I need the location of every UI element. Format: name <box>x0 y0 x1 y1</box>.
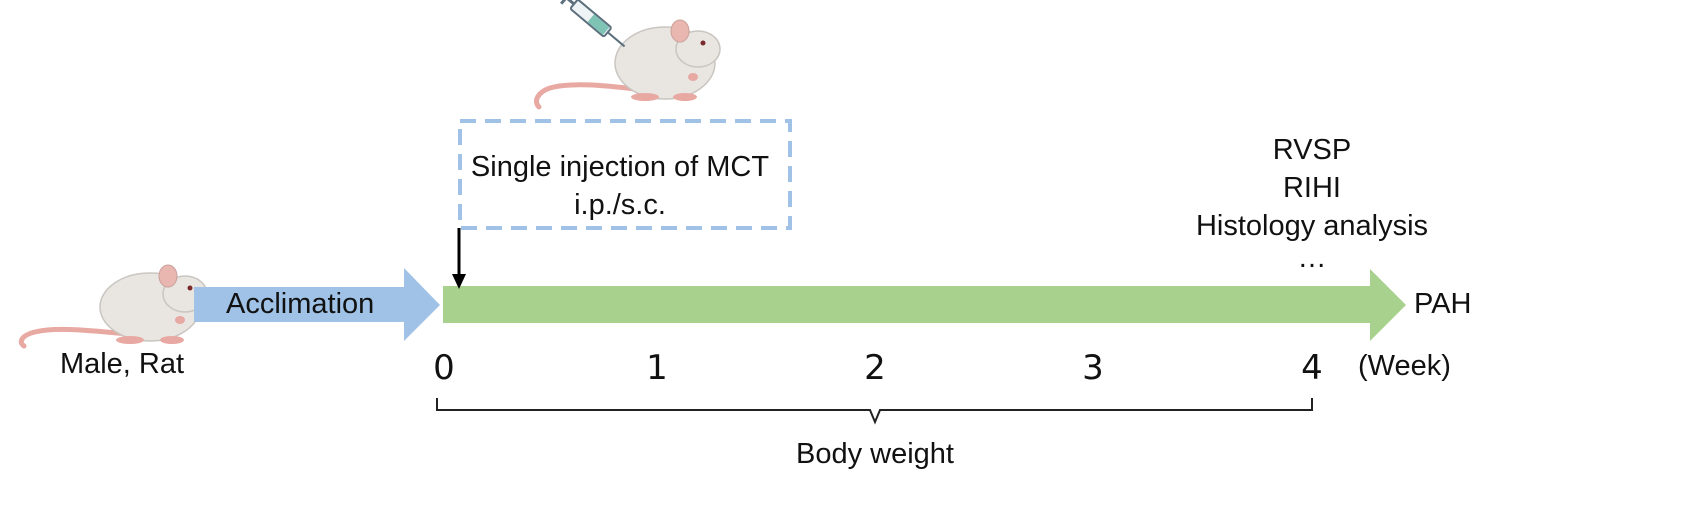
injection-line-2: i.p./s.c. <box>574 189 666 221</box>
body-weight-label: Body weight <box>796 438 954 470</box>
injection-arrow <box>452 228 466 289</box>
week-tick-2: 2 <box>864 348 886 388</box>
injection-label: Single injection of MCT i.p./s.c. <box>471 148 769 224</box>
endpoint-item: RVSP <box>1272 134 1352 166</box>
week-unit-label: (Week) <box>1358 350 1451 382</box>
rat-icon <box>534 19 721 110</box>
endpoint-item: Histology analysis <box>1195 210 1429 242</box>
week-tick-3: 3 <box>1082 348 1104 388</box>
body-weight-brace <box>436 398 1313 425</box>
endpoint-item: … <box>1297 242 1327 274</box>
syringe-icon <box>560 0 626 48</box>
rat-icon <box>18 264 208 349</box>
week-tick-0: 0 <box>433 348 455 388</box>
injection-line-1: Single injection of MCT <box>470 151 770 183</box>
endpoint-list: RVSP RIHI Histology analysis … <box>1195 131 1429 274</box>
subject-label: Male, Rat <box>59 348 185 380</box>
week-tick-4: 4 <box>1301 348 1323 388</box>
week-tick-1: 1 <box>646 348 668 388</box>
acclimation-label: Acclimation <box>226 288 375 320</box>
acclimation-arrow <box>194 268 440 341</box>
timeline-arrow <box>443 269 1406 341</box>
endpoint-item: RIHI <box>1282 172 1341 204</box>
injection-box <box>458 119 792 230</box>
outcome-label: PAH <box>1414 288 1472 320</box>
